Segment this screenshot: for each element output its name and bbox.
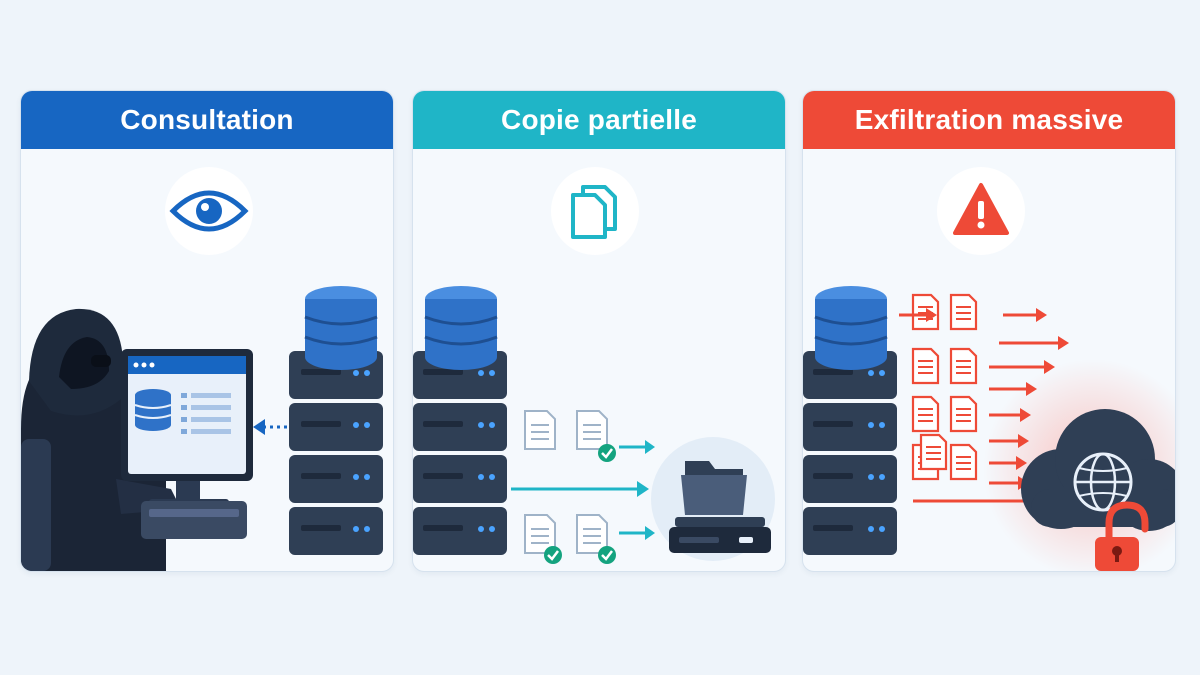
exfiltrated-document [911,293,940,331]
office-chair [21,439,51,571]
copied-document [524,514,556,554]
view-arrow [253,419,287,435]
copied-document [576,410,608,450]
exfiltrated-document [911,395,940,433]
panel-header-massive-exfiltration: Exfiltration massive [803,91,1175,149]
computer-monitor [121,349,253,505]
panel-body-massive-exfiltration [803,149,1175,571]
panel-header-partial-copy: Copie partielle [413,91,785,149]
exfiltrated-document [949,443,978,481]
copy-documents-icon [551,167,639,255]
panel-partial-copy: Copie partielle [412,90,786,572]
panel-body-consultation [21,149,393,571]
exfiltration-arrow [989,456,1027,470]
exfiltration-arrow [899,308,937,322]
server-rack [289,351,383,555]
database-cylinder [814,286,888,370]
panel-body-partial-copy [413,149,785,571]
check-icon [544,546,562,564]
keyboard [141,501,247,539]
record-list [181,393,231,434]
exfiltration-arrow [989,382,1037,396]
exfiltration-arrow [989,434,1029,448]
server-rack [803,351,897,555]
database-icon [134,389,172,431]
copy-arrow [619,440,655,454]
copied-document [524,410,556,450]
exfiltration-arrow [999,336,1069,350]
server-rack [413,351,507,555]
exfiltrated-document [911,347,940,385]
exfiltration-arrow [1003,308,1047,322]
unlocked-padlock-icon [1095,501,1149,571]
eye-icon [165,167,253,255]
globe-icon [1073,452,1133,512]
exfiltrated-document [949,293,978,331]
exfiltrated-document [949,347,978,385]
warning-icon [937,167,1025,255]
copied-document [576,514,608,554]
panel-title: Copie partielle [501,104,697,135]
panel-title: Consultation [120,104,294,135]
copy-arrow [619,526,655,540]
panel-title: Exfiltration massive [854,104,1124,135]
exfiltration-arrow [989,408,1031,422]
panel-consultation: Consultation [20,90,394,572]
database-cylinder [304,286,378,370]
check-icon [598,444,616,462]
exfiltration-arrow [989,360,1055,374]
database-cylinder [424,286,498,370]
exfiltrated-document [919,433,948,471]
exfiltrated-document [949,395,978,433]
panel-header-consultation: Consultation [21,91,393,149]
storage-drive [651,437,775,561]
check-icon [598,546,616,564]
panel-massive-exfiltration: Exfiltration massive [802,90,1176,572]
transfer-arrow [511,481,649,497]
